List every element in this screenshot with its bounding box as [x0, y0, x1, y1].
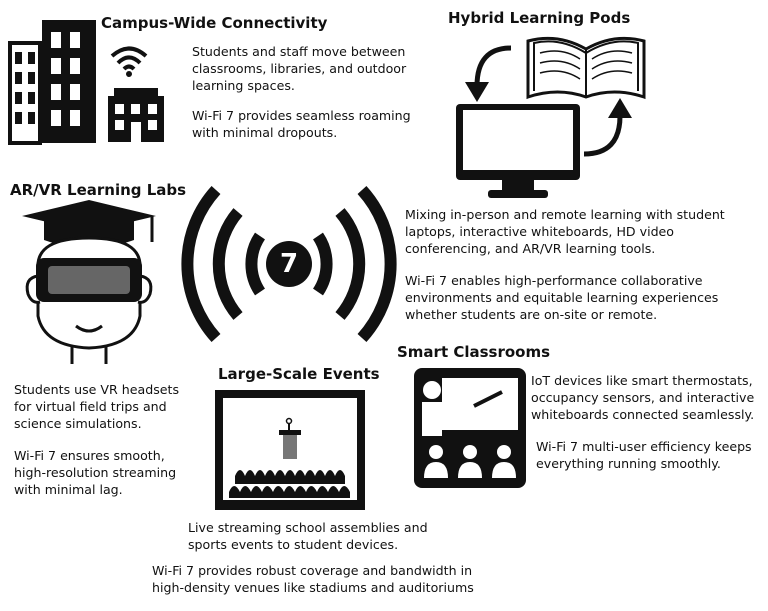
classroom-teacher-icon — [414, 368, 526, 488]
arvr-wifi7-text: Wi-Fi 7 ensures smooth, high-resolution … — [14, 448, 177, 497]
auditorium-icon — [215, 390, 365, 510]
campus-wifi7-text: Wi-Fi 7 provides seamless roaming with m… — [192, 108, 411, 140]
open-book-icon — [526, 36, 646, 100]
smart-description: IoT devices like smart thermostats, occu… — [531, 373, 755, 422]
wifi7-badge-label: 7 — [279, 249, 299, 279]
buildings-icon — [8, 20, 96, 145]
school-building-icon — [108, 88, 164, 142]
arvr-description: Students use VR headsets for virtual fie… — [14, 382, 180, 431]
hybrid-description: Mixing in-person and remote learning wit… — [405, 207, 725, 256]
events-description: Live streaming school assemblies and spo… — [188, 520, 428, 552]
smart-title: Smart Classrooms — [397, 343, 551, 361]
campus-description: Students and staff move between classroo… — [192, 44, 407, 93]
vr-headset-student-icon — [22, 200, 156, 364]
events-title: Large-Scale Events — [218, 365, 380, 383]
wifi-icon — [110, 46, 148, 77]
arrow-down-icon — [465, 45, 512, 102]
hybrid-title: Hybrid Learning Pods — [448, 9, 631, 27]
campus-title: Campus-Wide Connectivity — [101, 14, 328, 32]
wifi7-signal-icon — [181, 185, 397, 343]
arvr-title: AR/VR Learning Labs — [10, 181, 187, 199]
smart-wifi7-text: Wi-Fi 7 multi-user efficiency keeps ever… — [536, 439, 752, 471]
hybrid-wifi7-text: Wi-Fi 7 enables high-performance collabo… — [405, 273, 719, 322]
arrow-up-icon — [583, 98, 632, 157]
monitor-icon — [456, 104, 580, 198]
events-wifi7-text: Wi-Fi 7 provides robust coverage and ban… — [152, 563, 474, 595]
